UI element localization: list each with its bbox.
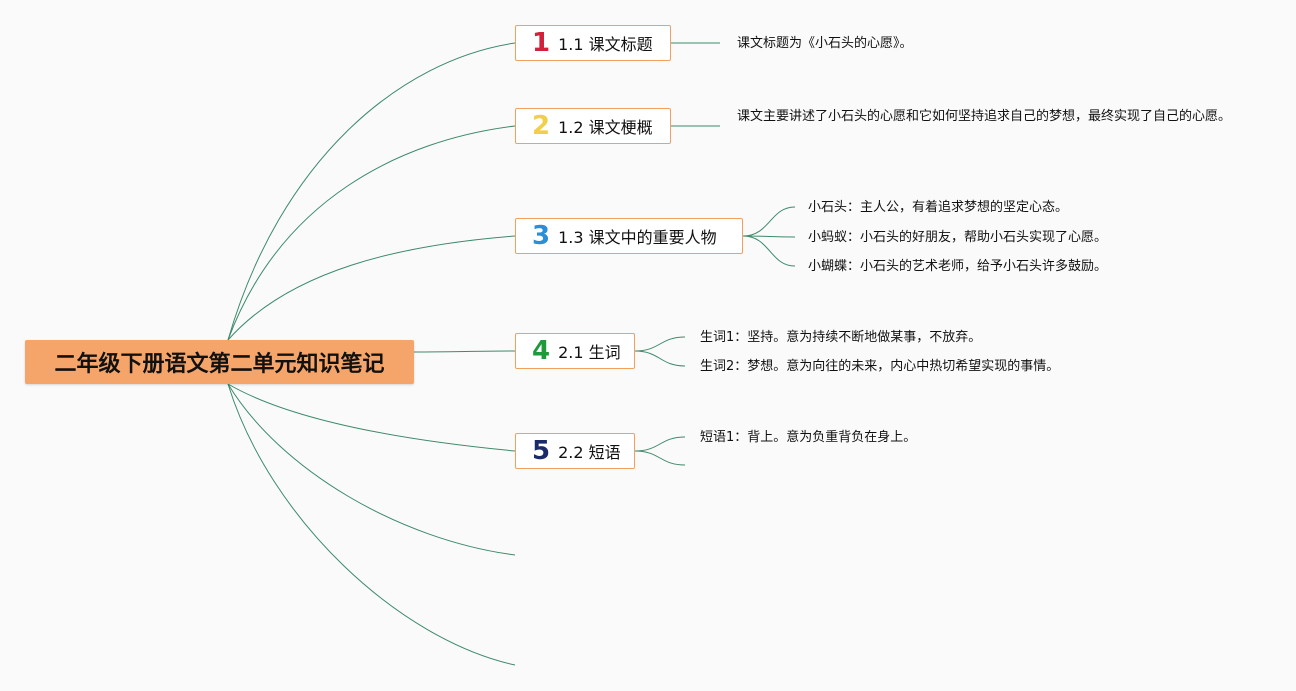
link-root-topic-5 (227, 383, 516, 452)
topic-label: 2.1 生词 (558, 343, 621, 362)
number-3-icon: 3 (532, 221, 551, 251)
topic-label: 1.3 课文中的重要人物 (558, 228, 717, 247)
topic-node-2[interactable]: 2 1.2 课文梗概 (515, 108, 671, 144)
topic-label: 2.2 短语 (558, 443, 621, 462)
topic-node-5[interactable]: 5 2.2 短语 (515, 433, 635, 469)
topic-label: 1.2 课文梗概 (558, 118, 653, 137)
link-topic-3-note-1 (742, 206, 796, 237)
link-root-empty-1 (227, 383, 516, 556)
root-node[interactable]: 二年级下册语文第二单元知识笔记 (25, 340, 414, 384)
topic-node-3[interactable]: 3 1.3 课文中的重要人物 (515, 218, 743, 254)
number-2-icon: 2 (532, 111, 551, 141)
link-root-topic-1 (227, 42, 516, 341)
note-5-1: 短语1：背上。意为负重背负在身上。 (700, 430, 917, 445)
topic-label: 1.1 课文标题 (558, 35, 653, 54)
link-root-topic-4 (413, 350, 516, 353)
link-root-topic-3 (227, 235, 516, 341)
number-1-icon: 1 (532, 28, 551, 58)
topic-node-1[interactable]: 1 1.1 课文标题 (515, 25, 671, 61)
link-root-topic-2 (227, 125, 516, 341)
link-topic-3-note-3 (742, 235, 796, 267)
note-3-1: 小石头：主人公，有着追求梦想的坚定心态。 (808, 200, 1069, 215)
root-title: 二年级下册语文第二单元知识笔记 (54, 352, 385, 377)
link-topic-5-note-2 (634, 450, 686, 466)
note-2-1: 课文主要讲述了小石头的心愿和它如何坚持追求自己的梦想，最终实现了自己的心愿。 (737, 109, 1232, 124)
number-5-icon: 5 (532, 436, 551, 466)
link-topic-3-note-2 (742, 235, 796, 238)
note-3-2: 小蚂蚁：小石头的好朋友，帮助小石头实现了心愿。 (808, 230, 1108, 245)
note-4-1: 生词1：坚持。意为持续不断地做某事，不放弃。 (700, 330, 982, 345)
number-4-icon: 4 (532, 336, 551, 366)
topic-node-4[interactable]: 4 2.1 生词 (515, 333, 635, 369)
note-4-2: 生词2：梦想。意为向往的未来，内心中热切希望实现的事情。 (700, 359, 1060, 374)
link-topic-4-note-1 (634, 336, 686, 352)
link-topic-4-note-2 (634, 350, 686, 367)
link-topic-5-note-1 (634, 436, 686, 452)
link-root-empty-2 (227, 383, 516, 666)
note-3-3: 小蝴蝶：小石头的艺术老师，给予小石头许多鼓励。 (808, 259, 1108, 274)
note-1-1: 课文标题为《小石头的心愿》。 (737, 36, 913, 51)
